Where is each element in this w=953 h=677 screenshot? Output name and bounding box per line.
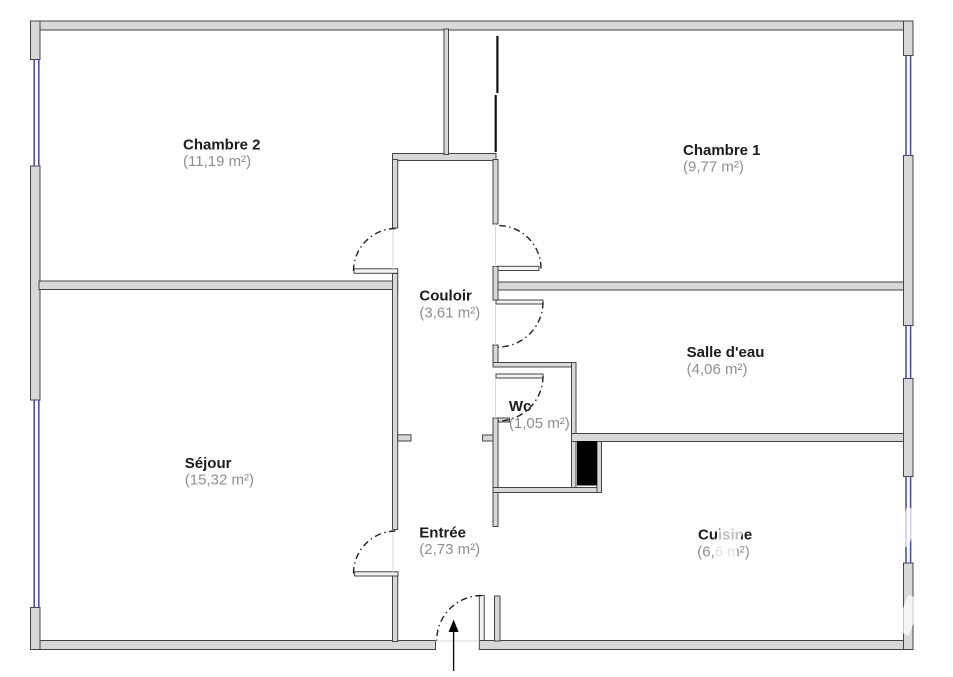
svg-text:(11,19 m²): (11,19 m²) bbox=[183, 153, 251, 170]
svg-text:Salle d'eau: Salle d'eau bbox=[687, 344, 765, 361]
svg-text:Couloir: Couloir bbox=[419, 288, 472, 305]
svg-text:(15,32 m²): (15,32 m²) bbox=[185, 472, 254, 489]
svg-text:(1,05 m²): (1,05 m²) bbox=[509, 415, 570, 432]
svg-text:(4,06 m²): (4,06 m²) bbox=[687, 361, 748, 378]
svg-text:Chambre 2: Chambre 2 bbox=[183, 137, 261, 154]
svg-text:Séjour: Séjour bbox=[185, 455, 232, 472]
svg-text:(2,73 m²): (2,73 m²) bbox=[419, 541, 480, 558]
svg-text:(9,77 m²): (9,77 m²) bbox=[683, 159, 744, 176]
svg-text:Chambre 1: Chambre 1 bbox=[683, 142, 761, 159]
svg-text:(3,61 m²): (3,61 m²) bbox=[419, 305, 480, 322]
svg-text:Entrée: Entrée bbox=[419, 525, 466, 542]
svg-text:Wc: Wc bbox=[509, 398, 532, 415]
